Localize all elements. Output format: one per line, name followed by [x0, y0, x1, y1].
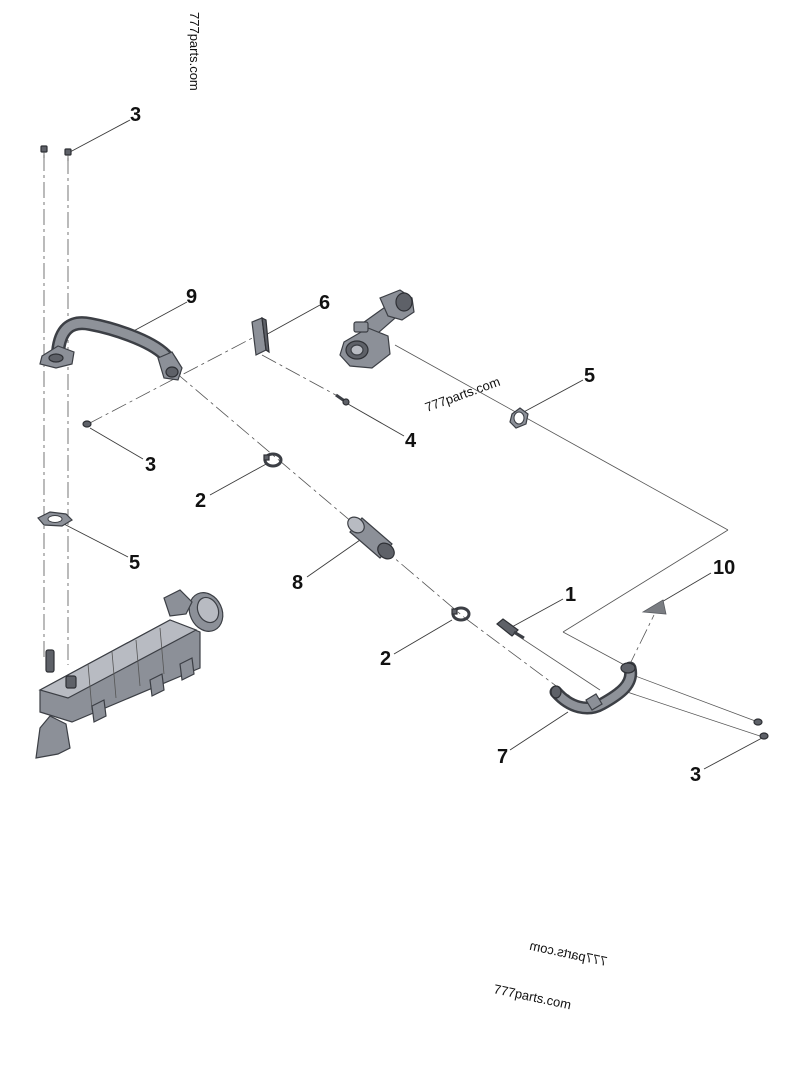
egr-pipe-lower[interactable]	[549, 661, 638, 715]
callout-6[interactable]: 6	[319, 292, 330, 314]
bolt-top-right[interactable]	[64, 148, 72, 161]
callout-9[interactable]: 9	[186, 286, 197, 308]
gasket-right[interactable]	[509, 407, 529, 429]
callout-2-lower[interactable]: 2	[380, 648, 391, 670]
callout-7[interactable]: 7	[497, 746, 508, 768]
bolt-right-upper[interactable]	[753, 718, 763, 726]
watermark-top: 777parts.com	[187, 12, 202, 91]
callout-3-bottom[interactable]: 3	[690, 764, 701, 786]
bolt-top-left[interactable]	[40, 145, 48, 158]
watermark-bottom: 777parts.com	[492, 981, 572, 1012]
egr-valve[interactable]	[339, 289, 415, 369]
callout-1[interactable]: 1	[565, 584, 576, 606]
bracket-clip[interactable]	[251, 316, 270, 356]
egr-cooler[interactable]	[35, 587, 229, 759]
callout-3-top[interactable]: 3	[130, 104, 141, 126]
callout-3-mid[interactable]: 3	[145, 454, 156, 476]
leader-lines	[59, 119, 763, 770]
callout-5-right[interactable]: 5	[584, 365, 595, 387]
callout-5-left[interactable]: 5	[129, 552, 140, 574]
hose-sleeve[interactable]	[345, 514, 398, 562]
watermark-middle: 777parts.com	[423, 374, 502, 415]
callout-2-upper[interactable]: 2	[195, 490, 206, 512]
gasket-left[interactable]	[37, 511, 73, 527]
hose-clamp-lower[interactable]	[451, 606, 471, 622]
bolt-right-lower[interactable]	[759, 732, 769, 740]
bolt-mid-left[interactable]	[82, 420, 92, 428]
callout-4[interactable]: 4	[405, 430, 417, 452]
callout-labels: 3 9 6 5 4 3 2 5 10 8 1 2 7 3	[129, 104, 735, 786]
temperature-sensor[interactable]	[496, 618, 525, 640]
bolt-long[interactable]	[335, 393, 350, 406]
callout-10[interactable]: 10	[713, 557, 735, 579]
direction-indicator	[641, 599, 667, 615]
egr-pipe-upper[interactable]	[39, 316, 183, 381]
watermark-bottom-mirrored: 777parts.com	[528, 938, 608, 969]
callout-8[interactable]: 8	[292, 572, 303, 594]
hose-clamp-upper[interactable]	[263, 452, 283, 468]
